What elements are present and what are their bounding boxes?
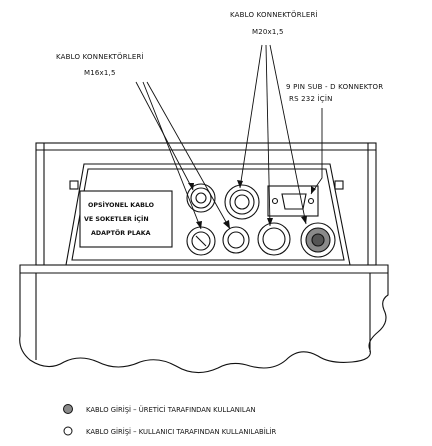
leader-lines (135, 44, 323, 230)
legend-item-user: KABLO GİRİŞİ – KULLANICI TARAFINDAN KULL… (86, 427, 277, 436)
label-subd-line1: 9 PIN SUB - D KONNEKTOR (286, 83, 383, 91)
filled-circle-icon (63, 404, 73, 414)
open-circle-icon (63, 426, 73, 436)
subd-connector (267, 185, 319, 217)
plug-m16-lower (186, 226, 216, 256)
arrowheads (188, 180, 316, 229)
label-connectors-m16-size: M16x1,5 (84, 69, 116, 77)
adapter-plate-line1: OPSİYONEL KABLO (88, 200, 155, 209)
legend-item-manufacturer: KABLO GİRİŞİ – ÜRETİCİ TARAFINDAN KULLAN… (86, 405, 256, 414)
label-subd-line2: RS 232 İÇİN (289, 94, 333, 103)
housing-body (19, 264, 389, 374)
gland-m16-lower (222, 226, 250, 254)
gland-m16-upper (186, 183, 216, 213)
gland-m20-upper (224, 184, 260, 220)
label-connectors-m20-size: M20x1,5 (252, 28, 284, 36)
adapter-plate-line3: ADAPTÖR PLAKA (91, 228, 151, 237)
label-connectors-m20-title: KABLO KONNEKTÖRLERİ (230, 10, 318, 19)
gland-m20-lower (257, 222, 291, 256)
label-connectors-m16-title: KABLO KONNEKTÖRLERİ (56, 52, 144, 61)
gland-manufacturer (300, 222, 336, 258)
legend: KABLO GİRİŞİ – ÜRETİCİ TARAFINDAN KULLAN… (63, 404, 277, 436)
adapter-plate: OPSİYONEL KABLO VE SOKETLER İÇİN ADAPTÖR… (79, 190, 173, 248)
adapter-plate-line2: VE SOKETLER İÇİN (84, 214, 149, 223)
